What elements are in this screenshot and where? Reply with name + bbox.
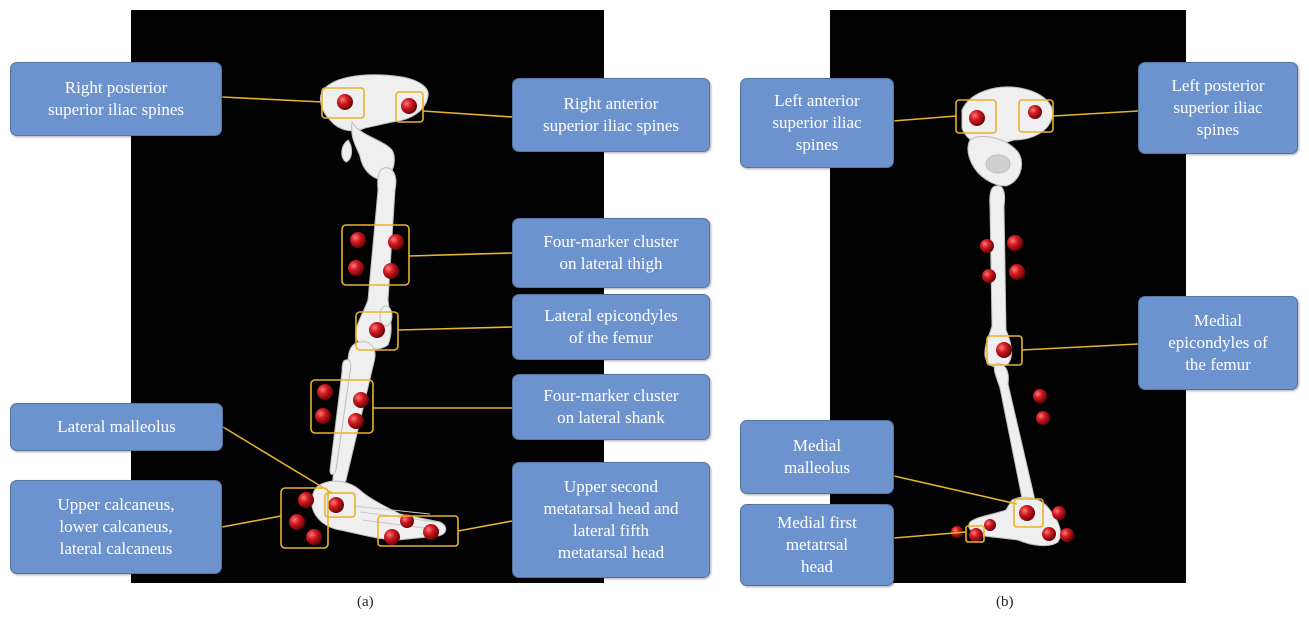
label-left-anterior-superior-iliac-spines: Left anterior superior iliac spines [740,78,894,168]
label-metatarsal-heads: Upper second metatarsal head and lateral… [512,462,710,578]
label-medial-epicondyles-femur: Medial epicondyles of the femur [1138,296,1298,390]
panel-a-skeleton [312,75,446,540]
caption-a: (a) [357,594,374,611]
label-four-marker-cluster-lateral-thigh: Four-marker cluster on lateral thigh [512,218,710,288]
label-left-posterior-superior-iliac-spines: Left posterior superior iliac spines [1138,62,1298,154]
label-right-posterior-superior-iliac-spines: Right posterior superior iliac spines [10,62,222,136]
label-four-marker-cluster-lateral-shank: Four-marker cluster on lateral shank [512,374,710,440]
label-calcaneus-markers: Upper calcaneus, lower calcaneus, latera… [10,480,222,574]
panel-b-skeleton [962,87,1060,546]
label-lateral-malleolus: Lateral malleolus [10,403,223,451]
label-medial-first-metatarsal-head: Medial first metatrsal head [740,504,894,586]
caption-b: (b) [996,594,1014,611]
label-lateral-epicondyles-femur: Lateral epicondyles of the femur [512,294,710,360]
label-right-anterior-superior-iliac-spines: Right anterior superior iliac spines [512,78,710,152]
label-medial-malleolus: Medial malleolus [740,420,894,494]
